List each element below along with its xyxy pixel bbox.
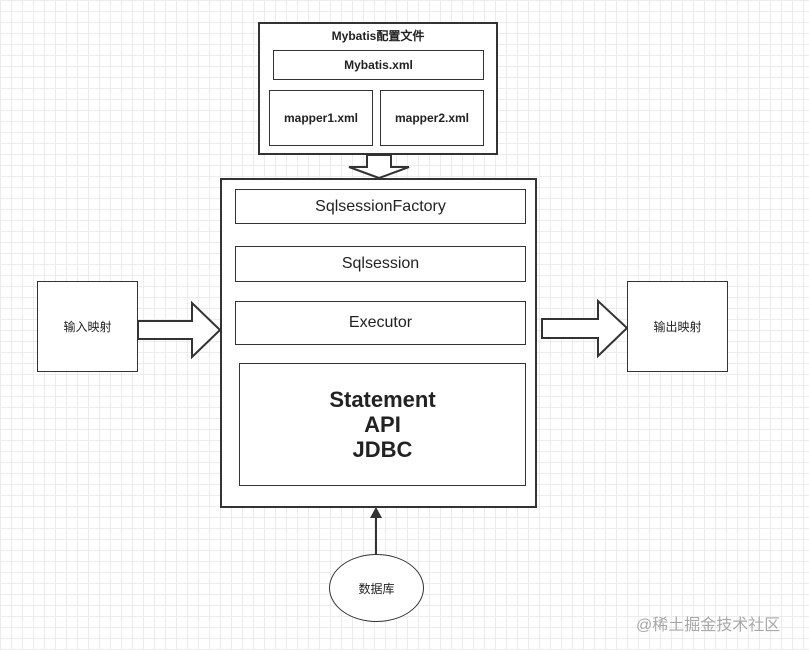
- input-to-core-arrow: [137, 300, 222, 360]
- config-to-core-arrow: [348, 154, 410, 180]
- api-label: API: [364, 412, 401, 437]
- statement-api-jdbc-box: Statement API JDBC: [239, 363, 526, 486]
- statement-label: Statement: [329, 387, 436, 412]
- core-to-output-arrow: [541, 298, 629, 359]
- output-mapping-box: 输出映射: [627, 281, 728, 372]
- database-ellipse: 数据库: [329, 554, 424, 622]
- mybatis-xml-box: Mybatis.xml: [273, 50, 484, 80]
- config-file-title: Mybatis配置文件: [331, 29, 425, 43]
- watermark-text: @稀土掘金技术社区: [636, 617, 781, 634]
- sqlsession-factory-box: SqlsessionFactory: [235, 189, 526, 224]
- jdbc-label: JDBC: [352, 437, 413, 462]
- mapper1-xml-box: mapper1.xml: [269, 90, 373, 146]
- input-mapping-box: 输入映射: [37, 281, 138, 372]
- mapper2-xml-box: mapper2.xml: [380, 90, 484, 146]
- db-to-core-head: [370, 507, 382, 518]
- sqlsession-box: Sqlsession: [235, 246, 526, 282]
- executor-box: Executor: [235, 301, 526, 345]
